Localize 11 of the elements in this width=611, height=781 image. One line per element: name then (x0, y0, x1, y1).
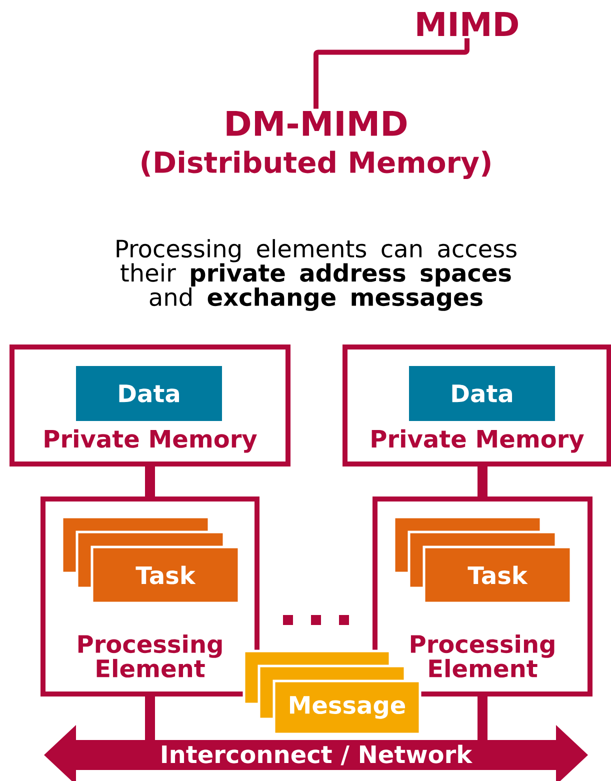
connector-line (145, 464, 155, 499)
card-stack: Task (392, 516, 572, 604)
connector-line (145, 694, 155, 740)
data-box: Data (409, 366, 555, 421)
card-stack: Task (60, 516, 240, 604)
connector-line (478, 464, 488, 499)
data-box: Data (76, 366, 222, 421)
title-text: DM-MIMD (Distributed Memory) (142, 110, 490, 180)
heading-text: MIMD (417, 12, 518, 36)
connector-line (478, 694, 488, 740)
description-text: Processing elements can access their private address spaces and exchange messages (116, 239, 516, 311)
